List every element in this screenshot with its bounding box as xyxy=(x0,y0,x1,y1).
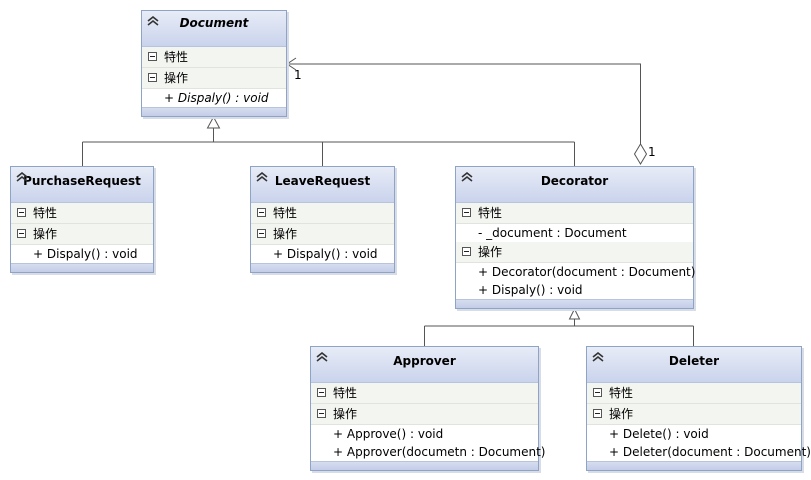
class-footer xyxy=(311,461,538,470)
operation-item[interactable]: + Dispaly() : void xyxy=(456,281,693,299)
collapse-chevron-icon[interactable] xyxy=(592,352,604,362)
class-footer xyxy=(251,263,394,272)
operation-item[interactable]: + Approver(documetn : Document) xyxy=(311,443,546,461)
operation-item[interactable]: + Deleter(document : Document) xyxy=(587,443,811,461)
multiplicity-document: 1 xyxy=(294,68,302,82)
operations-label: 操作 xyxy=(164,71,189,85)
operations-section-header[interactable]: 操作 xyxy=(251,224,394,245)
class-name: Deleter xyxy=(668,354,720,368)
collapse-chevron-icon[interactable] xyxy=(316,352,328,362)
generalization-arrowhead xyxy=(206,115,221,129)
class-deleter[interactable]: Deleter 特性 操作 + Delete() : void + Delete… xyxy=(586,346,811,471)
attributes-section-header[interactable]: 特性 xyxy=(456,203,693,224)
operation-item[interactable]: + Dispaly() : void xyxy=(11,245,153,263)
operations-label: 操作 xyxy=(478,245,503,259)
attributes-label: 特性 xyxy=(609,386,634,400)
class-name: Document xyxy=(179,16,249,30)
collapse-minus-icon[interactable] xyxy=(462,247,471,256)
operation-item[interactable]: + Approve() : void xyxy=(311,425,538,443)
collapse-minus-icon[interactable] xyxy=(148,52,157,61)
class-footer xyxy=(456,299,693,308)
attributes-label: 特性 xyxy=(333,386,358,400)
collapse-chevron-icon[interactable] xyxy=(461,172,473,182)
operations-section-header[interactable]: 操作 xyxy=(587,404,801,425)
operations-section-header[interactable]: 操作 xyxy=(456,242,693,263)
operations-section-header[interactable]: 操作 xyxy=(142,68,286,89)
class-header[interactable]: Deleter xyxy=(587,347,801,383)
attributes-section-header[interactable]: 特性 xyxy=(587,383,801,404)
collapse-minus-icon[interactable] xyxy=(257,229,266,238)
attributes-section-header[interactable]: 特性 xyxy=(251,203,394,224)
collapse-minus-icon[interactable] xyxy=(593,388,602,397)
operation-item[interactable]: + Dispaly() : void xyxy=(142,89,286,107)
collapse-minus-icon[interactable] xyxy=(317,409,326,418)
class-name: Approver xyxy=(393,354,456,368)
class-header[interactable]: PurchaseRequest xyxy=(11,167,153,203)
class-footer xyxy=(11,263,153,272)
aggregation-line xyxy=(287,63,641,144)
collapse-minus-icon[interactable] xyxy=(462,208,471,217)
multiplicity-decorator: 1 xyxy=(648,145,656,159)
operation-item[interactable]: + Decorator(document : Document) xyxy=(456,263,695,281)
class-approver[interactable]: Approver 特性 操作 + Approve() : void + Appr… xyxy=(310,346,546,471)
collapse-chevron-icon[interactable] xyxy=(256,172,268,182)
collapse-chevron-icon[interactable] xyxy=(147,16,159,26)
class-decorator[interactable]: Decorator 特性 - _document : Document 操作 +… xyxy=(455,166,695,309)
collapse-minus-icon[interactable] xyxy=(148,73,157,82)
class-header[interactable]: Approver xyxy=(311,347,538,383)
collapse-minus-icon[interactable] xyxy=(593,409,602,418)
aggregation-diamond xyxy=(633,143,648,165)
operations-section-header[interactable]: 操作 xyxy=(311,404,538,425)
operations-label: 操作 xyxy=(33,227,58,241)
attributes-section-header[interactable]: 特性 xyxy=(11,203,153,224)
operations-label: 操作 xyxy=(273,227,298,241)
collapse-minus-icon[interactable] xyxy=(257,208,266,217)
attributes-label: 特性 xyxy=(164,50,189,64)
collapse-chevron-icon[interactable] xyxy=(16,172,28,182)
attributes-section-header[interactable]: 特性 xyxy=(142,47,286,68)
operations-section-header[interactable]: 操作 xyxy=(11,224,153,245)
class-header[interactable]: Document xyxy=(142,11,286,47)
class-name: Decorator xyxy=(540,174,609,188)
class-header[interactable]: Decorator xyxy=(456,167,693,203)
collapse-minus-icon[interactable] xyxy=(317,388,326,397)
attributes-label: 特性 xyxy=(478,206,503,220)
attributes-label: 特性 xyxy=(273,206,298,220)
association-arrowhead xyxy=(286,57,297,71)
class-document[interactable]: Document 特性 操作 + Dispaly() : void xyxy=(141,10,287,117)
attributes-label: 特性 xyxy=(33,206,58,220)
class-leave-request[interactable]: LeaveRequest 特性 操作 + Dispaly() : void xyxy=(250,166,395,273)
operations-label: 操作 xyxy=(333,407,358,421)
attributes-section-header[interactable]: 特性 xyxy=(311,383,538,404)
class-footer xyxy=(142,107,286,116)
class-header[interactable]: LeaveRequest xyxy=(251,167,394,203)
class-name: PurchaseRequest xyxy=(23,174,141,188)
attribute-item[interactable]: - _document : Document xyxy=(456,224,693,242)
generalization-arrowhead-2 xyxy=(568,307,581,320)
collapse-minus-icon[interactable] xyxy=(17,229,26,238)
operation-item[interactable]: + Delete() : void xyxy=(587,425,801,443)
operations-label: 操作 xyxy=(609,407,634,421)
collapse-minus-icon[interactable] xyxy=(17,208,26,217)
class-name: LeaveRequest xyxy=(274,174,371,188)
class-purchase-request[interactable]: PurchaseRequest 特性 操作 + Dispaly() : void xyxy=(10,166,154,273)
class-footer xyxy=(587,461,801,470)
operation-item[interactable]: + Dispaly() : void xyxy=(251,245,394,263)
